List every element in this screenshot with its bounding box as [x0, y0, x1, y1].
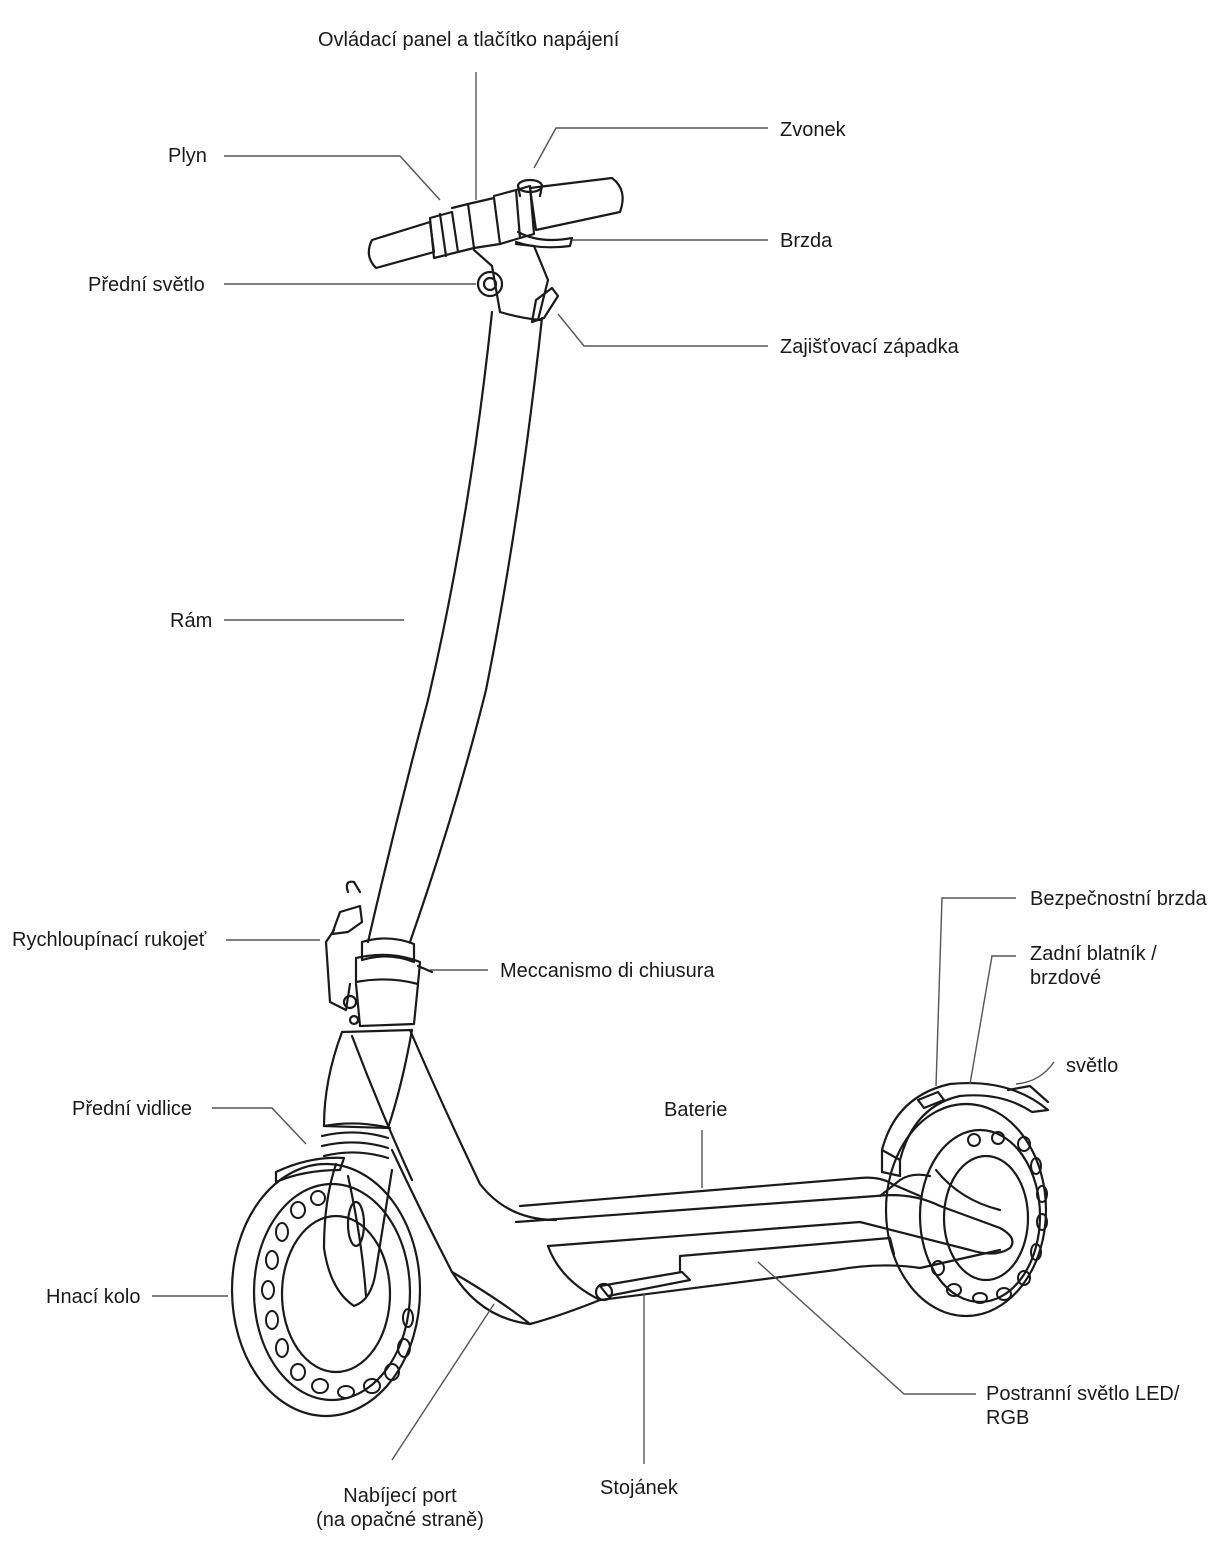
label-front-fork: Přední vidlice: [72, 1098, 193, 1120]
label-quick-release: Rychloupínací rukojeť: [12, 929, 207, 951]
leader-bell: [533, 127, 768, 169]
label-control-panel: Ovládací panel a tlačítko napájení: [318, 29, 620, 51]
deck: [350, 1028, 1014, 1326]
label-charging-port-2: (na opačné straně): [316, 1509, 484, 1531]
label-locking-latch: Zajišťovací západka: [780, 336, 959, 358]
leader-locking-latch: [557, 313, 768, 347]
front-fork: [274, 1028, 414, 1308]
label-battery: Baterie: [664, 1099, 728, 1121]
label-rear-fender-3: světlo: [1066, 1055, 1119, 1077]
rear-fender: [880, 1081, 1050, 1212]
handlebar: [367, 176, 624, 270]
label-folding-mechanism: Meccanismo di chiusura: [500, 960, 715, 982]
label-frame: Rám: [170, 610, 213, 632]
leader-lines: [152, 72, 1055, 1464]
label-rear-fender-2: brzdové: [1030, 967, 1102, 989]
front-wheel-holes: [261, 1190, 414, 1399]
leader-throttle: [224, 155, 441, 201]
folding-clamp: [324, 880, 434, 1028]
label-charging-port-1: Nabíjecí port: [343, 1485, 457, 1507]
front-light-icon: [476, 270, 504, 298]
label-side-led-1: Postranní světlo LED/: [986, 1383, 1180, 1405]
label-rear-fender-1: Zadní blatník /: [1030, 943, 1157, 965]
leader-rear-light: [1015, 1061, 1055, 1085]
leader-rear-fender: [969, 955, 1016, 1085]
rear-wheel: [884, 1102, 1048, 1318]
front-wheel: [230, 1162, 422, 1418]
label-bell: Zvonek: [780, 119, 846, 141]
rear-wheel-holes: [931, 1131, 1048, 1304]
stem-head: [472, 242, 560, 324]
label-drive-wheel: Hnací kolo: [46, 1286, 141, 1308]
label-kickstand: Stojánek: [600, 1477, 678, 1499]
leader-charging-port: [391, 1303, 495, 1461]
leader-side-led: [757, 1261, 976, 1395]
label-throttle: Plyn: [168, 145, 207, 167]
leader-safety-brake: [935, 897, 1016, 1087]
stem-tube: [366, 310, 544, 944]
leader-front-fork: [212, 1107, 307, 1145]
label-front-light: Přední světlo: [88, 274, 205, 296]
label-safety-brake: Bezpečnostní brzda: [1030, 888, 1207, 910]
label-side-led-2: RGB: [986, 1407, 1030, 1429]
label-brake: Brzda: [780, 230, 833, 252]
